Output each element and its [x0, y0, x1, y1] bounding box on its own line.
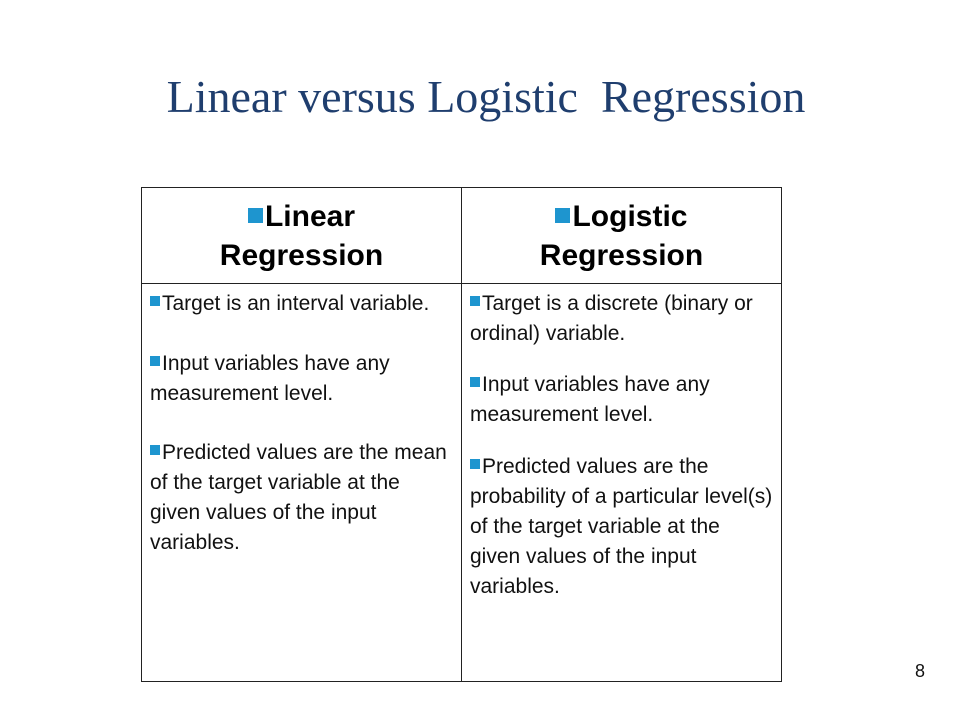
- square-bullet-icon: [150, 356, 160, 367]
- square-bullet-icon: [150, 296, 160, 307]
- square-bullet-icon: [555, 207, 571, 223]
- square-bullet-icon: [470, 377, 480, 388]
- square-bullet-icon: [470, 459, 480, 470]
- bullet-text: Input variables have any measurement lev…: [470, 373, 710, 426]
- logistic-regression-details: Target is a discrete (binary or ordinal)…: [462, 284, 781, 681]
- header-linear-regression: Linear Regression: [142, 188, 462, 284]
- page-number: 8: [915, 661, 926, 681]
- header-line-2: Regression: [219, 239, 384, 272]
- bullet-text: Target is an interval variable.: [162, 292, 430, 315]
- comparison-table: Linear Regression Logistic Regression Ta…: [141, 187, 782, 682]
- header-line-1: Logistic: [572, 200, 688, 233]
- bullet-text: Target is a discrete (binary or ordinal)…: [470, 292, 753, 345]
- bullet-text: Predicted values are the probability of …: [470, 455, 773, 598]
- bullet-item: Input variables have any measurement lev…: [150, 349, 453, 409]
- square-bullet-icon: [150, 445, 160, 456]
- bullet-item: Predicted values are the probability of …: [470, 452, 773, 602]
- bullet-text: Input variables have any measurement lev…: [150, 352, 390, 405]
- square-bullet-icon: [247, 207, 263, 223]
- header-line-2: Regression: [539, 239, 704, 272]
- linear-regression-details: Target is an interval variable. Input va…: [142, 284, 462, 681]
- square-bullet-icon: [470, 296, 480, 307]
- slide-title: Linear versus Logistic Regression: [166, 71, 806, 122]
- bullet-item: Target is a discrete (binary or ordinal)…: [470, 289, 773, 349]
- header-logistic-regression: Logistic Regression: [462, 188, 781, 284]
- bullet-item: Input variables have any measurement lev…: [470, 370, 773, 430]
- bullet-text: Predicted values are the mean of the tar…: [150, 441, 447, 554]
- bullet-item: Predicted values are the mean of the tar…: [150, 438, 453, 558]
- header-line-1: Linear: [264, 200, 356, 233]
- bullet-item: Target is an interval variable.: [150, 289, 453, 319]
